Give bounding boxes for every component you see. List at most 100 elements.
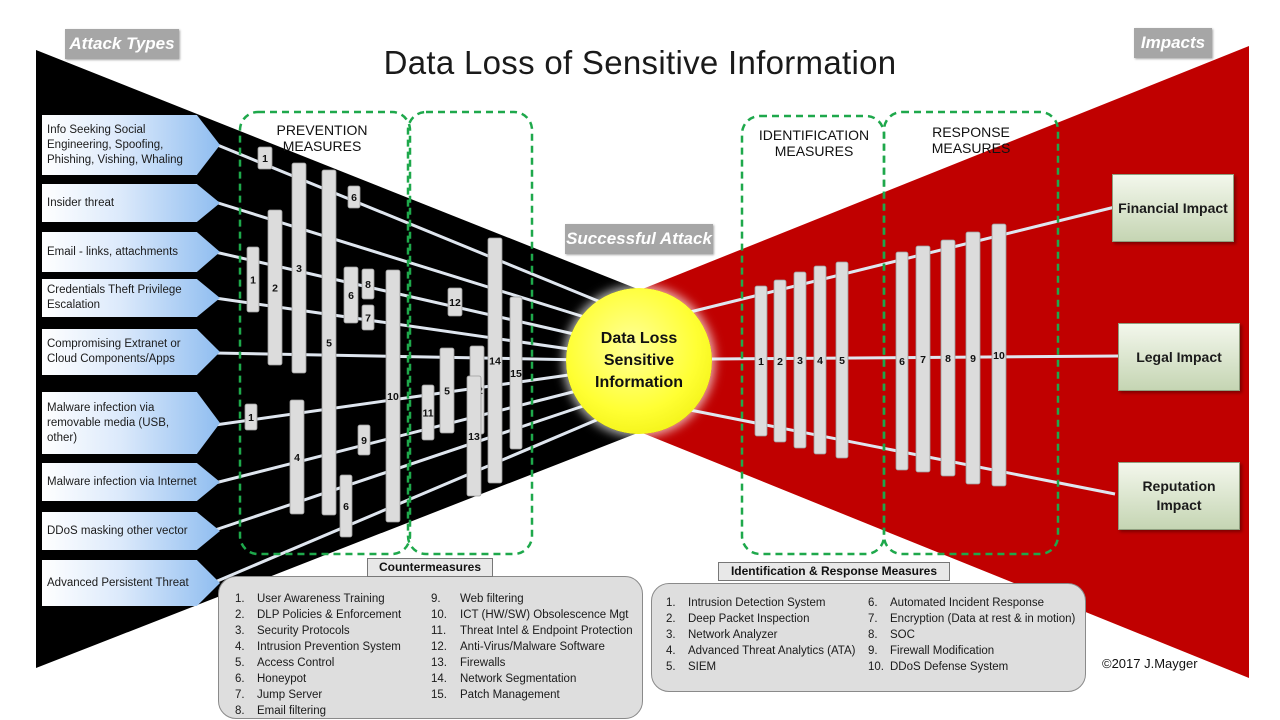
identification-response-legend: 1.Intrusion Detection System 2.Deep Pack… xyxy=(651,583,1086,692)
measure-bar xyxy=(267,209,283,366)
attack-type-item: Email - links, attachments xyxy=(42,232,220,272)
measure-bar-number: 1 xyxy=(250,275,256,287)
copyright-notice: ©2017 J.Mayger xyxy=(1102,656,1198,671)
measure-bar-number: 10 xyxy=(387,391,399,403)
legend-item: 5.Access Control xyxy=(235,657,335,669)
measure-bar-number: 7 xyxy=(920,354,926,366)
legend-item: 2.DLP Policies & Enforcement xyxy=(235,609,402,621)
legend-item: 1.Intrusion Detection System xyxy=(666,597,826,609)
legend-item: 6.Honeypot xyxy=(235,673,307,685)
measure-bar-number: 6 xyxy=(351,192,357,204)
reputation-impact-box: Reputation Impact xyxy=(1118,462,1240,530)
legend-item: 2.Deep Packet Inspection xyxy=(666,613,810,625)
measure-bar xyxy=(343,266,359,324)
measure-bar xyxy=(421,384,435,441)
measure-bar xyxy=(321,169,337,516)
measure-bar xyxy=(385,269,401,523)
legend-item: 8.Email filtering xyxy=(235,705,327,717)
measure-bar-number: 1 xyxy=(248,412,254,424)
measure-bar-number: 12 xyxy=(449,297,461,309)
measure-bar-number: 13 xyxy=(468,431,480,443)
legend-item: 10.ICT (HW/SW) Obsolescence Mgt xyxy=(431,609,629,621)
identification-response-bars: 1 2 3 4 5 6 7 8 9 10 xyxy=(754,223,1007,487)
measure-bar-number: 9 xyxy=(361,435,367,447)
protection-measures-label: PROTECTION MEASURES xyxy=(425,122,517,154)
financial-impact-box: Financial Impact xyxy=(1112,174,1234,242)
measure-bar-number: 1 xyxy=(758,356,764,368)
measure-bar xyxy=(361,304,375,331)
attack-type-item: Info Seeking Social Engineering, Spoofin… xyxy=(42,115,220,175)
impacts-tag: Impacts xyxy=(1134,28,1212,58)
measure-bar-number: 8 xyxy=(365,279,371,291)
legend-item: 4.Intrusion Prevention System xyxy=(235,641,401,653)
legend-item: 5.SIEM xyxy=(666,661,717,673)
measure-bar xyxy=(835,261,849,459)
measure-bar-number: 4 xyxy=(294,452,300,464)
legend-item: 12.Anti-Virus/Malware Software xyxy=(431,641,605,653)
legend-item: 9.Web filtering xyxy=(431,593,524,605)
attack-type-item: Credentials Theft Privilege Escalation xyxy=(42,279,220,317)
measure-bar xyxy=(357,424,371,456)
legend-item: 7.Encryption (Data at rest & in motion) xyxy=(868,613,1076,625)
measure-bar-number: 10 xyxy=(993,350,1005,362)
measure-bar-number: 2 xyxy=(272,283,278,295)
identification-measures-label: IDENTIFICATION MEASURES xyxy=(758,127,870,159)
legend-item: 9.Firewall Modification xyxy=(868,645,995,657)
measure-bar-number: 6 xyxy=(343,501,349,513)
measure-bar-number: 6 xyxy=(899,356,905,368)
legend-item: 14.Network Segmentation xyxy=(431,673,577,685)
measure-bar xyxy=(466,375,482,497)
measure-bar xyxy=(813,265,827,455)
measure-bar xyxy=(291,162,307,374)
measure-bar-number: 5 xyxy=(444,386,450,398)
measure-bar xyxy=(439,347,455,434)
measure-bar-number: 5 xyxy=(839,355,845,367)
legend-item: 4.Advanced Threat Analytics (ATA) xyxy=(666,645,856,657)
attack-type-item: Advanced Persistent Threat xyxy=(42,560,220,606)
measure-bar xyxy=(339,474,353,538)
legal-impact-box: Legal Impact xyxy=(1118,323,1240,391)
measure-bar-number: 3 xyxy=(296,263,302,275)
measure-bar xyxy=(447,287,463,317)
measure-bar xyxy=(991,223,1007,487)
attack-type-item: Compromising Extranet or Cloud Component… xyxy=(42,329,220,375)
measure-bar xyxy=(895,251,909,471)
measure-bar-number: 3 xyxy=(797,355,803,367)
legend-item: 3.Security Protocols xyxy=(235,625,350,637)
attack-type-item: Malware infection via Internet xyxy=(42,463,220,501)
legend-item: 3.Network Analyzer xyxy=(666,629,778,641)
measure-bar xyxy=(487,237,503,484)
countermeasures-title: Countermeasures xyxy=(367,558,493,577)
measure-bar-number: 8 xyxy=(945,353,951,365)
measure-bar xyxy=(915,245,931,473)
identification-group-border xyxy=(740,114,886,556)
attack-type-item: Insider threat xyxy=(42,184,220,222)
measure-bar-number: 9 xyxy=(970,353,976,365)
identification-response-title: Identification & Response Measures xyxy=(718,562,950,581)
measure-bar xyxy=(257,146,273,170)
measure-bar xyxy=(793,271,807,449)
measure-bar xyxy=(940,239,956,477)
legend-item: 1.User Awareness Training xyxy=(235,593,385,605)
measure-bar-number: 2 xyxy=(777,356,783,368)
response-measures-label: RESPONSE MEASURES xyxy=(931,124,1011,156)
measure-bar xyxy=(754,285,768,437)
measure-bar-number: 4 xyxy=(817,355,823,367)
attack-types-tag: Attack Types xyxy=(65,29,179,59)
measure-bar xyxy=(246,246,260,313)
measure-bar xyxy=(361,268,375,300)
legend-item: 11.Threat Intel & Endpoint Protection xyxy=(431,625,633,637)
successful-attack-tag: Successful Attack xyxy=(565,224,713,254)
measure-bar xyxy=(773,279,787,443)
page-title: Data Loss of Sensitive Information xyxy=(383,44,897,81)
measure-bar-number: 11 xyxy=(422,408,433,420)
measure-bar xyxy=(509,296,523,450)
protection-group-border xyxy=(406,110,534,556)
legend-item: 7.Jump Server xyxy=(235,689,323,701)
data-loss-center-circle: Data Loss Sensitive Information xyxy=(566,288,712,434)
legend-item: 6.Automated Incident Response xyxy=(868,597,1045,609)
measure-bar-number: 1 xyxy=(262,153,268,165)
center-label: Data Loss Sensitive Information xyxy=(595,330,683,391)
legend-item: 15.Patch Management xyxy=(431,689,560,701)
